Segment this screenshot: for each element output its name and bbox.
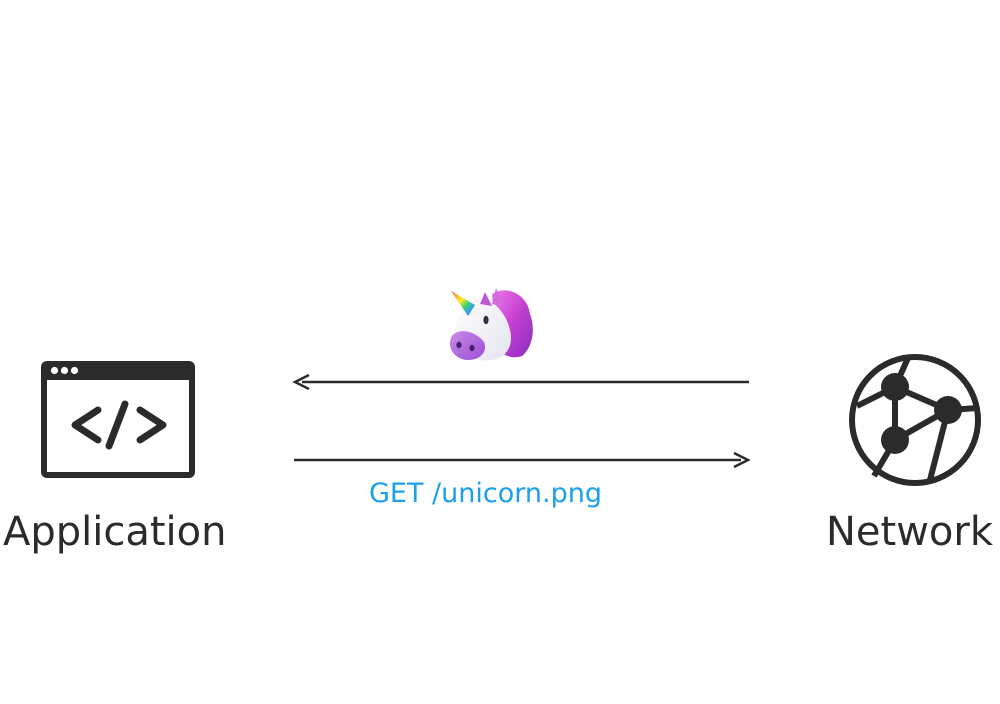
request-arrow — [294, 451, 751, 469]
code-window-icon — [41, 361, 195, 478]
request-label: GET /unicorn.png — [369, 478, 602, 509]
response-arrow — [292, 373, 749, 391]
application-label: Application — [3, 509, 227, 555]
unicorn-icon — [450, 288, 533, 361]
network-label: Network — [826, 509, 994, 555]
network-globe-icon — [849, 354, 981, 486]
